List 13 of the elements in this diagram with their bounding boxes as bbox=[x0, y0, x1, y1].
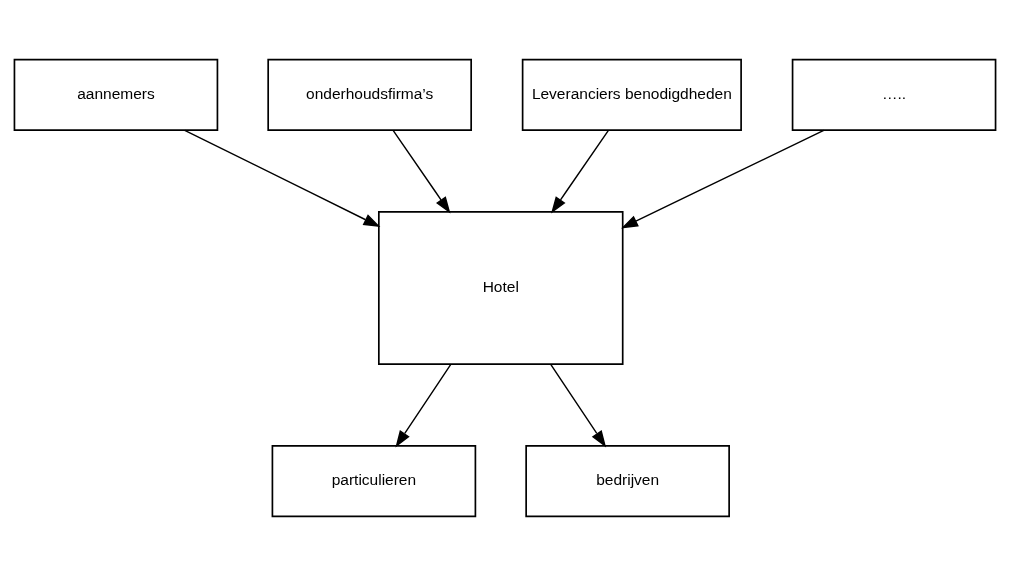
arrow bbox=[392, 129, 451, 214]
arrow bbox=[184, 129, 381, 228]
node-box: ….. bbox=[791, 58, 997, 131]
node-box: aannemers bbox=[13, 58, 219, 131]
arrow bbox=[550, 363, 607, 448]
node-box: onderhoudsfirma’s bbox=[267, 58, 472, 131]
node-box: bedrijven bbox=[525, 445, 730, 518]
node-box: Hotel bbox=[378, 211, 624, 365]
arrow bbox=[621, 129, 825, 229]
node-box: particulieren bbox=[271, 445, 477, 518]
arrow bbox=[395, 363, 452, 448]
node-box: Leveranciers benodigdheden bbox=[521, 58, 742, 131]
arrow bbox=[551, 129, 610, 214]
